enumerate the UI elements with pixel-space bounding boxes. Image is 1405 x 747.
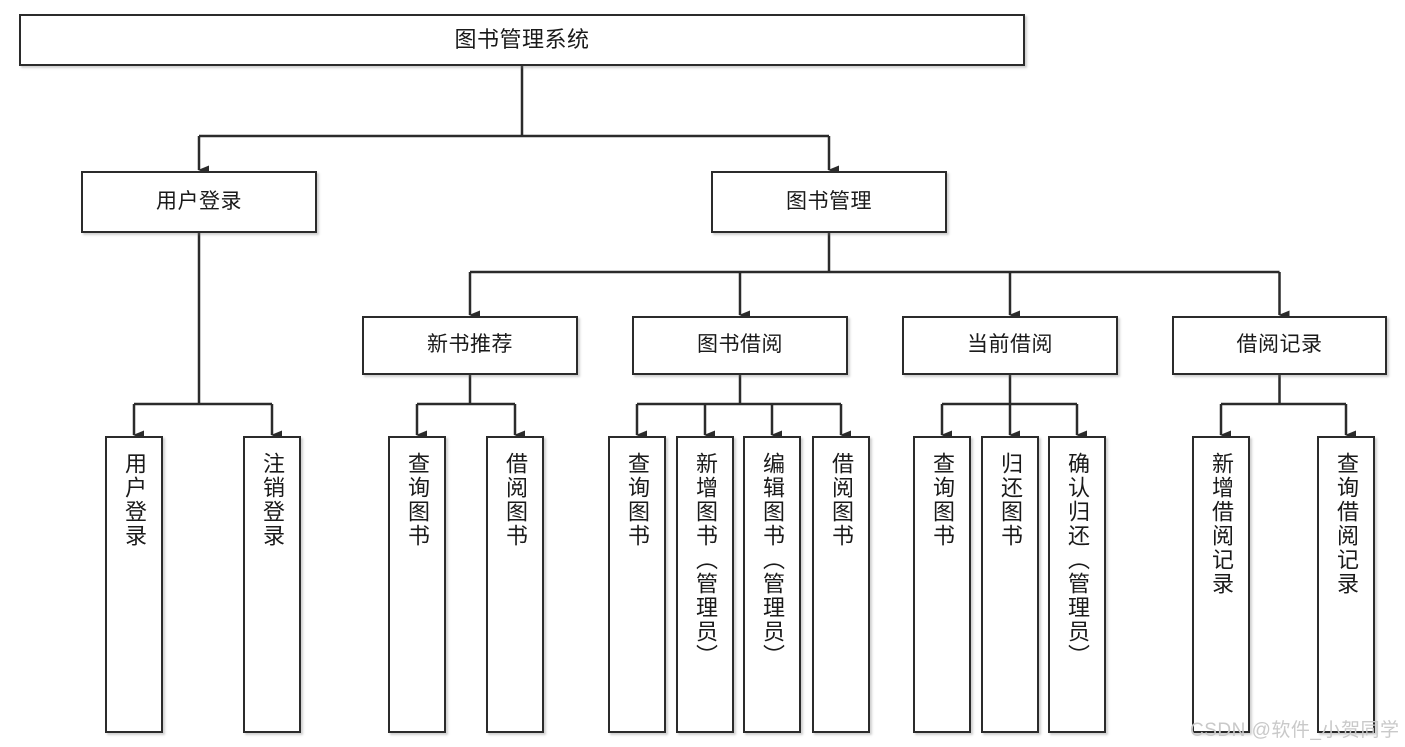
node-label: 图书管理 [786,189,872,213]
node-leaf-br-add[interactable]: 新增借阅记录 [1192,436,1250,733]
node-leaf-user-login[interactable]: 用户登录 [105,436,163,733]
node-label: 借阅图书 [829,452,854,548]
node-leaf-bb-borrow[interactable]: 借阅图书 [812,436,870,733]
node-label: 归还图书 [998,452,1023,548]
node-label: 图书借阅 [697,333,783,357]
node-label: 新书推荐 [427,333,513,357]
node-leaf-bb-query[interactable]: 查询图书 [608,436,666,733]
node-leaf-rec-query[interactable]: 查询图书 [388,436,446,733]
watermark-credit: CSDN @软件_小贺同学 [1190,720,1400,741]
node-label: 查询图书 [625,452,650,548]
node-book-manage[interactable]: 图书管理 [711,171,947,233]
edge-group [132,66,1356,440]
node-current-borrow[interactable]: 当前借阅 [902,316,1118,375]
node-label: 编辑图书（管理员） [760,452,785,668]
node-leaf-user-logout[interactable]: 注销登录 [243,436,301,733]
node-leaf-rec-borrow[interactable]: 借阅图书 [486,436,544,733]
node-label: 借阅图书 [503,452,528,548]
node-new-book-rec[interactable]: 新书推荐 [362,316,578,375]
node-label: 借阅记录 [1236,333,1323,357]
node-label: 确认归还（管理员） [1065,452,1090,668]
node-label: 图书管理系统 [454,27,590,53]
node-leaf-cb-query[interactable]: 查询图书 [913,436,971,733]
node-user-login[interactable]: 用户登录 [81,171,317,233]
node-leaf-cb-confirm[interactable]: 确认归还（管理员） [1048,436,1106,733]
node-label: 用户登录 [156,189,242,213]
node-label: 用户登录 [122,452,147,548]
node-leaf-br-query[interactable]: 查询借阅记录 [1317,436,1375,733]
node-label: 查询借阅记录 [1334,452,1359,596]
node-label: 查询图书 [405,452,430,548]
node-leaf-bb-edit[interactable]: 编辑图书（管理员） [743,436,801,733]
node-label: 新增图书（管理员） [693,452,718,668]
node-label: 新增借阅记录 [1209,452,1234,596]
node-leaf-bb-add[interactable]: 新增图书（管理员） [676,436,734,733]
node-leaf-cb-return[interactable]: 归还图书 [981,436,1039,733]
node-root[interactable]: 图书管理系统 [19,14,1025,66]
node-borrow-record[interactable]: 借阅记录 [1172,316,1387,375]
node-label: 当前借阅 [967,333,1053,357]
node-label: 查询图书 [930,452,955,548]
node-label: 注销登录 [260,452,285,548]
node-book-borrow[interactable]: 图书借阅 [632,316,848,375]
